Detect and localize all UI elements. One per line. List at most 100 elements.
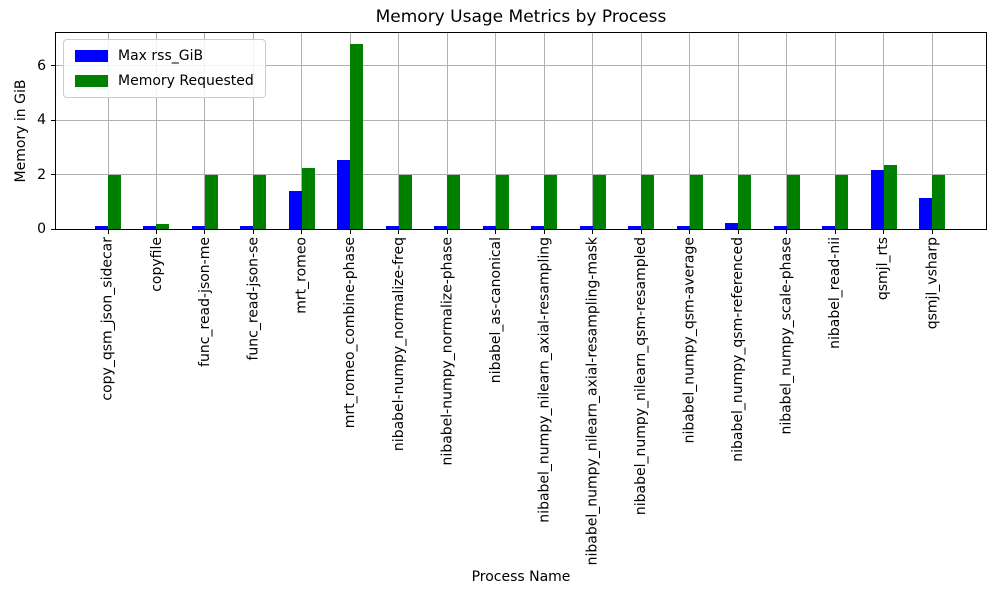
x-tick-mark: [640, 230, 642, 234]
bar-memory-requested: [447, 174, 461, 229]
x-tick-mark: [689, 230, 691, 234]
bar-max-rss: [288, 190, 302, 229]
x-tick-label-text: nibabel_as-canonical: [487, 237, 504, 384]
bar-memory-requested: [495, 174, 509, 229]
gridline-vertical: [689, 33, 691, 229]
x-tick-mark: [301, 230, 303, 234]
gridline-vertical: [495, 33, 497, 229]
x-tick-label-text: copy_qsm_json_sidecar: [100, 237, 116, 401]
x-tick-mark: [834, 230, 836, 234]
bar-max-rss: [482, 225, 496, 229]
x-tick-label-text: nibabel_numpy_nilearn_qsm-resampled: [633, 237, 650, 516]
x-tick-label-text: nibabel_numpy_nilearn_axial-resampling: [536, 237, 553, 523]
bar-memory-requested: [398, 174, 412, 229]
legend-item: Max rss_GiB: [75, 48, 254, 64]
x-tick-mark: [398, 230, 400, 234]
legend-item: Memory Requested: [75, 73, 254, 89]
x-tick-mark: [543, 230, 545, 234]
x-tick-mark: [349, 230, 351, 234]
bar-memory-requested: [544, 174, 558, 229]
gridline-horizontal: [56, 65, 986, 67]
x-tick-label-text: nibabel_numpy_qsm-referenced: [730, 237, 747, 462]
bar-max-rss: [240, 225, 254, 229]
x-tick-mark: [931, 230, 933, 234]
bar-memory-requested: [835, 174, 849, 229]
y-tick-label: 0: [37, 221, 46, 237]
bar-max-rss: [870, 170, 884, 229]
x-tick-label-text: nibabel_numpy_scale-phase: [778, 237, 795, 435]
y-tick-mark: [51, 65, 56, 67]
bar-max-rss: [579, 225, 593, 229]
legend: Max rss_GiB Memory Requested: [63, 39, 266, 98]
gridline-vertical: [640, 33, 642, 229]
bar-memory-requested: [641, 174, 655, 229]
bar-max-rss: [628, 225, 642, 229]
chart-title: Memory Usage Metrics by Process: [375, 7, 667, 27]
gridline-vertical: [446, 33, 448, 229]
bar-memory-requested: [156, 223, 170, 229]
x-tick-label-text: mrt_romeo: [293, 237, 310, 314]
bar-memory-requested: [738, 174, 752, 229]
bar-memory-requested: [932, 174, 945, 229]
bar-memory-requested: [592, 174, 606, 229]
bar-max-rss: [919, 197, 932, 229]
bar-max-rss: [385, 225, 399, 229]
x-tick-label-text: nibabel-numpy_normalize-freq: [390, 237, 407, 452]
x-tick-mark: [737, 230, 739, 234]
y-tick-label: 4: [37, 112, 46, 129]
x-tick-label-text: func_read-json-me: [196, 237, 213, 367]
x-tick-label-text: copyfile: [148, 237, 165, 292]
gridline-vertical: [786, 33, 788, 229]
legend-swatch-icon: [75, 75, 108, 87]
bar-memory-requested: [108, 174, 121, 229]
bar-memory-requested: [204, 174, 218, 229]
bar-max-rss: [191, 225, 205, 229]
y-tick-mark: [51, 119, 56, 121]
x-tick-label-text: nibabel-numpy_normalize-phase: [439, 237, 456, 466]
bar-memory-requested: [786, 174, 800, 229]
bar-max-rss: [143, 225, 157, 229]
x-tick-label-text: nibabel_numpy_nilearn_axial-resampling-m…: [584, 237, 601, 566]
gridline-horizontal: [56, 119, 986, 121]
gridline-vertical: [204, 33, 206, 229]
gridline-vertical: [883, 33, 885, 229]
legend-label: Max rss_GiB: [118, 48, 204, 64]
x-tick-label-text: mrt_romeo_combine-phase: [342, 237, 359, 429]
x-tick-mark: [252, 230, 254, 234]
x-tick-mark: [883, 230, 885, 234]
x-axis-label: Process Name: [471, 569, 571, 585]
gridline-vertical: [737, 33, 739, 229]
x-tick-mark: [786, 230, 788, 234]
x-tick-mark: [107, 230, 109, 234]
gridline-vertical: [252, 33, 254, 229]
x-tick-mark: [446, 230, 448, 234]
legend-label: Memory Requested: [118, 73, 254, 89]
x-tick-mark: [204, 230, 206, 234]
bar-memory-requested: [253, 174, 267, 229]
gridline-vertical: [592, 33, 594, 229]
y-tick-mark: [51, 228, 56, 230]
x-tick-mark: [495, 230, 497, 234]
legend-swatch-icon: [75, 50, 108, 62]
bar-max-rss: [434, 225, 448, 229]
gridline-vertical: [107, 33, 109, 229]
bar-max-rss: [676, 225, 690, 229]
x-tick-mark: [592, 230, 594, 234]
bar-max-rss: [773, 225, 787, 229]
bar-max-rss: [822, 225, 836, 229]
bar-max-rss: [531, 225, 545, 229]
gridline-vertical: [834, 33, 836, 229]
bar-max-rss: [95, 225, 108, 229]
gridline-vertical: [398, 33, 400, 229]
x-tick-label-text: nibabel_numpy_qsm-average: [681, 237, 698, 444]
x-tick-label-text: qsmjl_rts: [875, 237, 892, 301]
y-axis-label-text: Memory in GiB: [13, 79, 29, 183]
y-tick-label: 2: [37, 166, 46, 183]
gridline-vertical: [543, 33, 545, 229]
x-tick-label-text: qsmjl_vsharp: [924, 237, 940, 330]
x-tick-label-text: nibabel_read-nii: [827, 237, 844, 349]
gridline-vertical: [301, 33, 303, 229]
y-tick-label: 6: [37, 57, 46, 74]
